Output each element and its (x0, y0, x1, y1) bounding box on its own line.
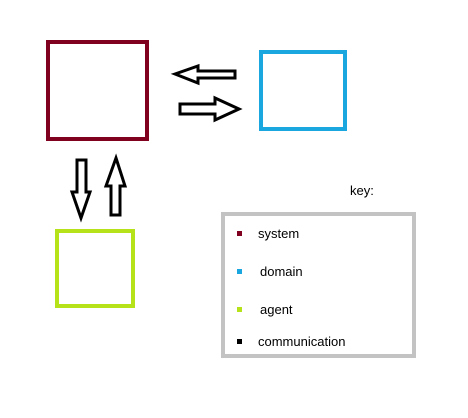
key-legend: system domain agent communication (221, 212, 416, 358)
system-swatch-icon (235, 229, 244, 238)
key-item-agent: agent (235, 302, 293, 317)
key-label-agent: agent (260, 302, 293, 317)
key-item-communication: communication (235, 334, 345, 349)
agent-swatch-icon (235, 305, 244, 314)
communication-swatch-icon (235, 337, 244, 346)
arrow-agent-to-system (103, 153, 128, 217)
key-item-domain: domain (235, 264, 303, 279)
key-label-communication: communication (258, 334, 346, 349)
key-label-domain: domain (260, 264, 303, 279)
key-label-system: system (258, 226, 300, 241)
arrow-domain-to-system (170, 63, 237, 86)
domain-swatch-icon (235, 267, 244, 276)
key-title: key: (350, 183, 374, 198)
agent-node (55, 229, 135, 308)
system-node (46, 40, 149, 141)
key-item-system: system (235, 226, 299, 241)
arrow-system-to-agent (69, 158, 93, 223)
domain-node (259, 50, 347, 131)
arrow-system-to-domain (178, 95, 243, 123)
